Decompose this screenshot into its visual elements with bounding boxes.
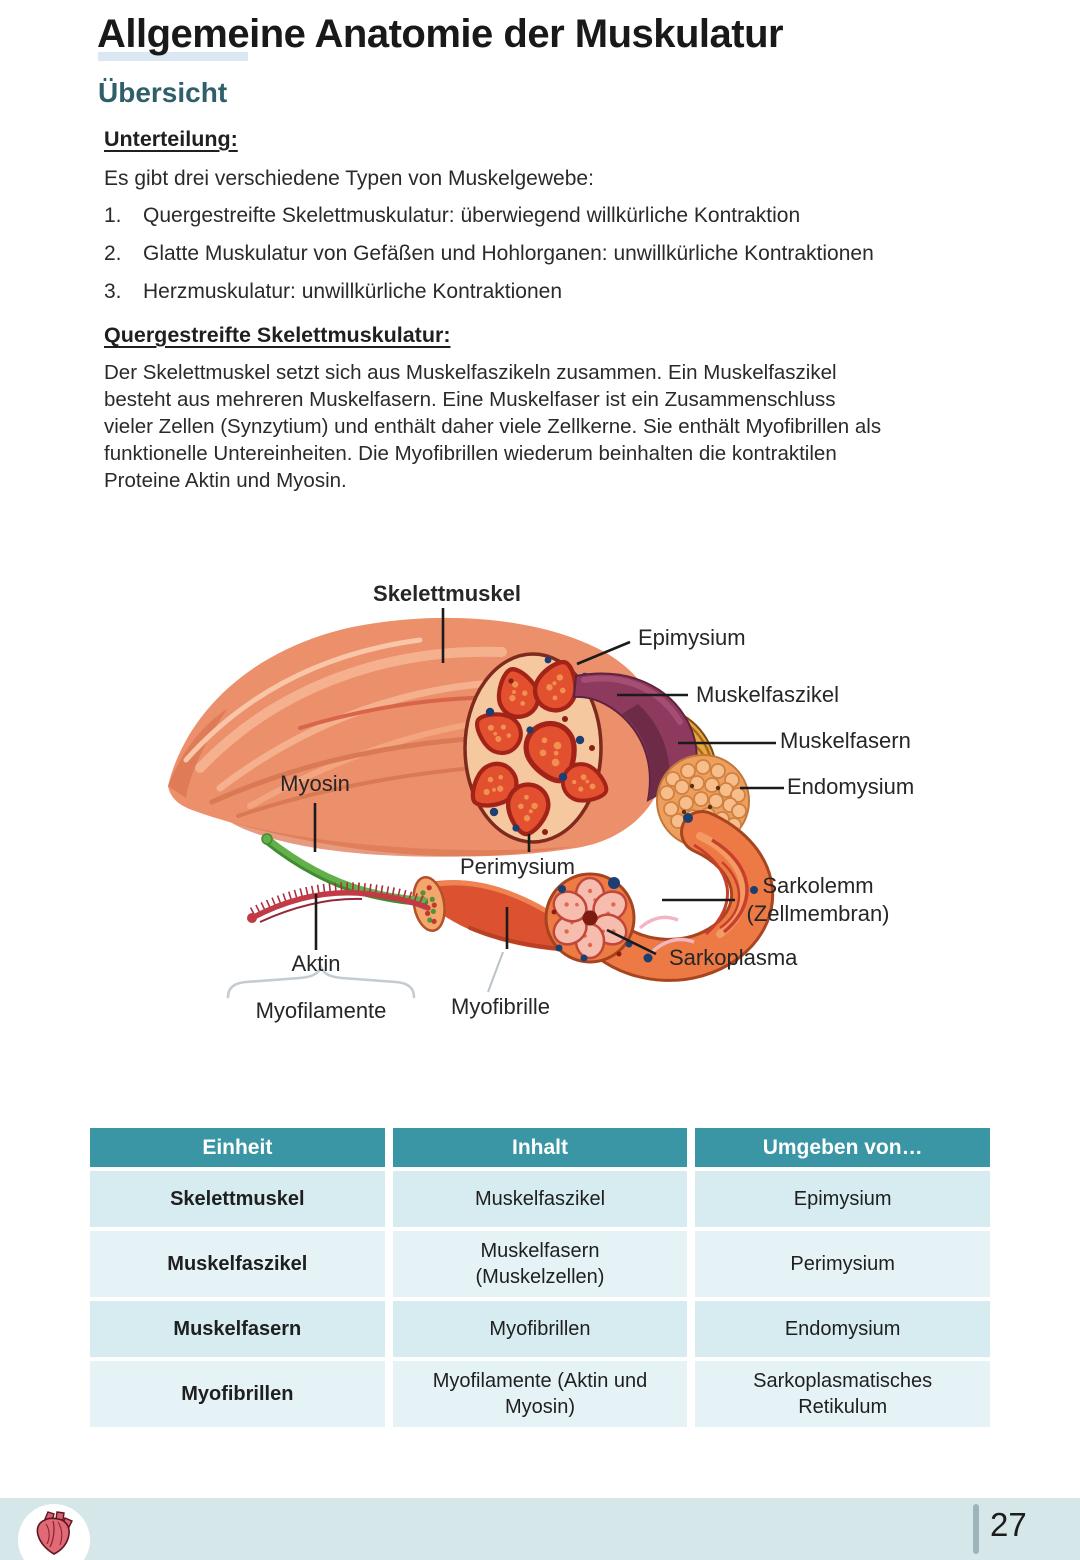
myofilamente-brace [226, 963, 416, 999]
intro-text: Es gibt drei verschiedene Typen von Musk… [104, 167, 594, 190]
diagram-label-epimysium: Epimysium [638, 625, 746, 650]
table-cell: Myofilamente (Aktin und Myosin) [392, 1361, 688, 1427]
diagram-label-sarkoplasma: Sarkoplasma [669, 945, 798, 970]
table-cell: Epimysium [695, 1171, 990, 1227]
footer-bar: 27 [0, 1498, 1080, 1560]
section-heading: Übersicht [98, 77, 228, 108]
list-number: 3. [104, 280, 122, 303]
page-number-divider [973, 1504, 979, 1554]
diagram-label-muskelfasern: Muskelfasern [780, 728, 911, 753]
diagram-label-sarkolemm: Sarkolemm (Zellmembran) [726, 872, 910, 928]
page-title: Allgemeine Anatomie der Muskulatur [97, 12, 784, 56]
list-item: Glatte Muskulatur von Gefäßen und Hohlor… [143, 242, 874, 265]
muscle-anatomy-illustration [168, 608, 784, 999]
diagram-label-muskelfaszikel: Muskelfaszikel [696, 682, 840, 707]
page-number: 27 [990, 1506, 1027, 1543]
diagram-label-endomysium: Endomysium [787, 774, 915, 799]
table-header-inhalt: Inhalt [392, 1128, 688, 1167]
diagram-label-skelettmuskel: Skelettmuskel [373, 581, 521, 606]
table-cell: Perimysium [695, 1231, 990, 1297]
diagram-label-myofibrille: Myofibrille [451, 994, 551, 1019]
title-highlight-bar [98, 52, 248, 61]
list-item: Herzmuskulatur: unwillkürliche Kontrakti… [143, 280, 563, 303]
table-cell: Muskelfaszikel [90, 1231, 385, 1297]
anatomy-table: Einheit Inhalt Umgeben von… Skelettmuske… [90, 1128, 990, 1427]
paragraph-line: vieler Zellen (Synzytium) und enthält da… [104, 415, 882, 438]
paragraph-line: besteht aus mehreren Muskelfasern. Eine … [104, 388, 836, 411]
paragraph-line: funktionelle Untereinheiten. Die Myofibr… [104, 442, 837, 465]
diagram-label-myosin: Myosin [280, 771, 350, 796]
table-cell: Myofibrillen [392, 1301, 688, 1357]
diagram-label-aktin: Aktin [291, 951, 341, 976]
diagram-label-perimysium: Perimysium [460, 854, 575, 879]
subdivision-heading: Unterteilung: [104, 127, 238, 151]
heart-icon [36, 1511, 73, 1555]
table-cell: Muskelfasern [90, 1301, 385, 1357]
list-item: Quergestreifte Skelettmuskulatur: überwi… [143, 204, 801, 227]
table-cell: Sarkoplasmatisches Retikulum [695, 1361, 990, 1427]
table-header-einheit: Einheit [90, 1128, 385, 1167]
list-number: 1. [104, 204, 122, 227]
sarkolemm-line1: Sarkolemm [762, 873, 874, 898]
heart-badge [18, 1504, 90, 1560]
paragraph-line: Proteine Aktin und Myosin. [104, 469, 347, 492]
table-cell: Myofibrillen [90, 1361, 385, 1427]
list-number: 2. [104, 242, 122, 265]
table-cell: Skelettmuskel [90, 1171, 385, 1227]
sarkolemm-line2: (Zellmembran) [746, 901, 890, 926]
diagram-label-myofilamente: Myofilamente [255, 998, 387, 1023]
table-cell: Muskelfasern (Muskelzellen) [392, 1231, 688, 1297]
skeletal-heading: Quergestreifte Skelettmuskulatur: [104, 323, 451, 347]
paragraph-line: Der Skelettmuskel setzt sich aus Muskelf… [104, 361, 837, 384]
table-cell: Endomysium [695, 1301, 990, 1357]
table-header-umgeben: Umgeben von… [695, 1128, 990, 1167]
table-cell: Muskelfaszikel [392, 1171, 688, 1227]
